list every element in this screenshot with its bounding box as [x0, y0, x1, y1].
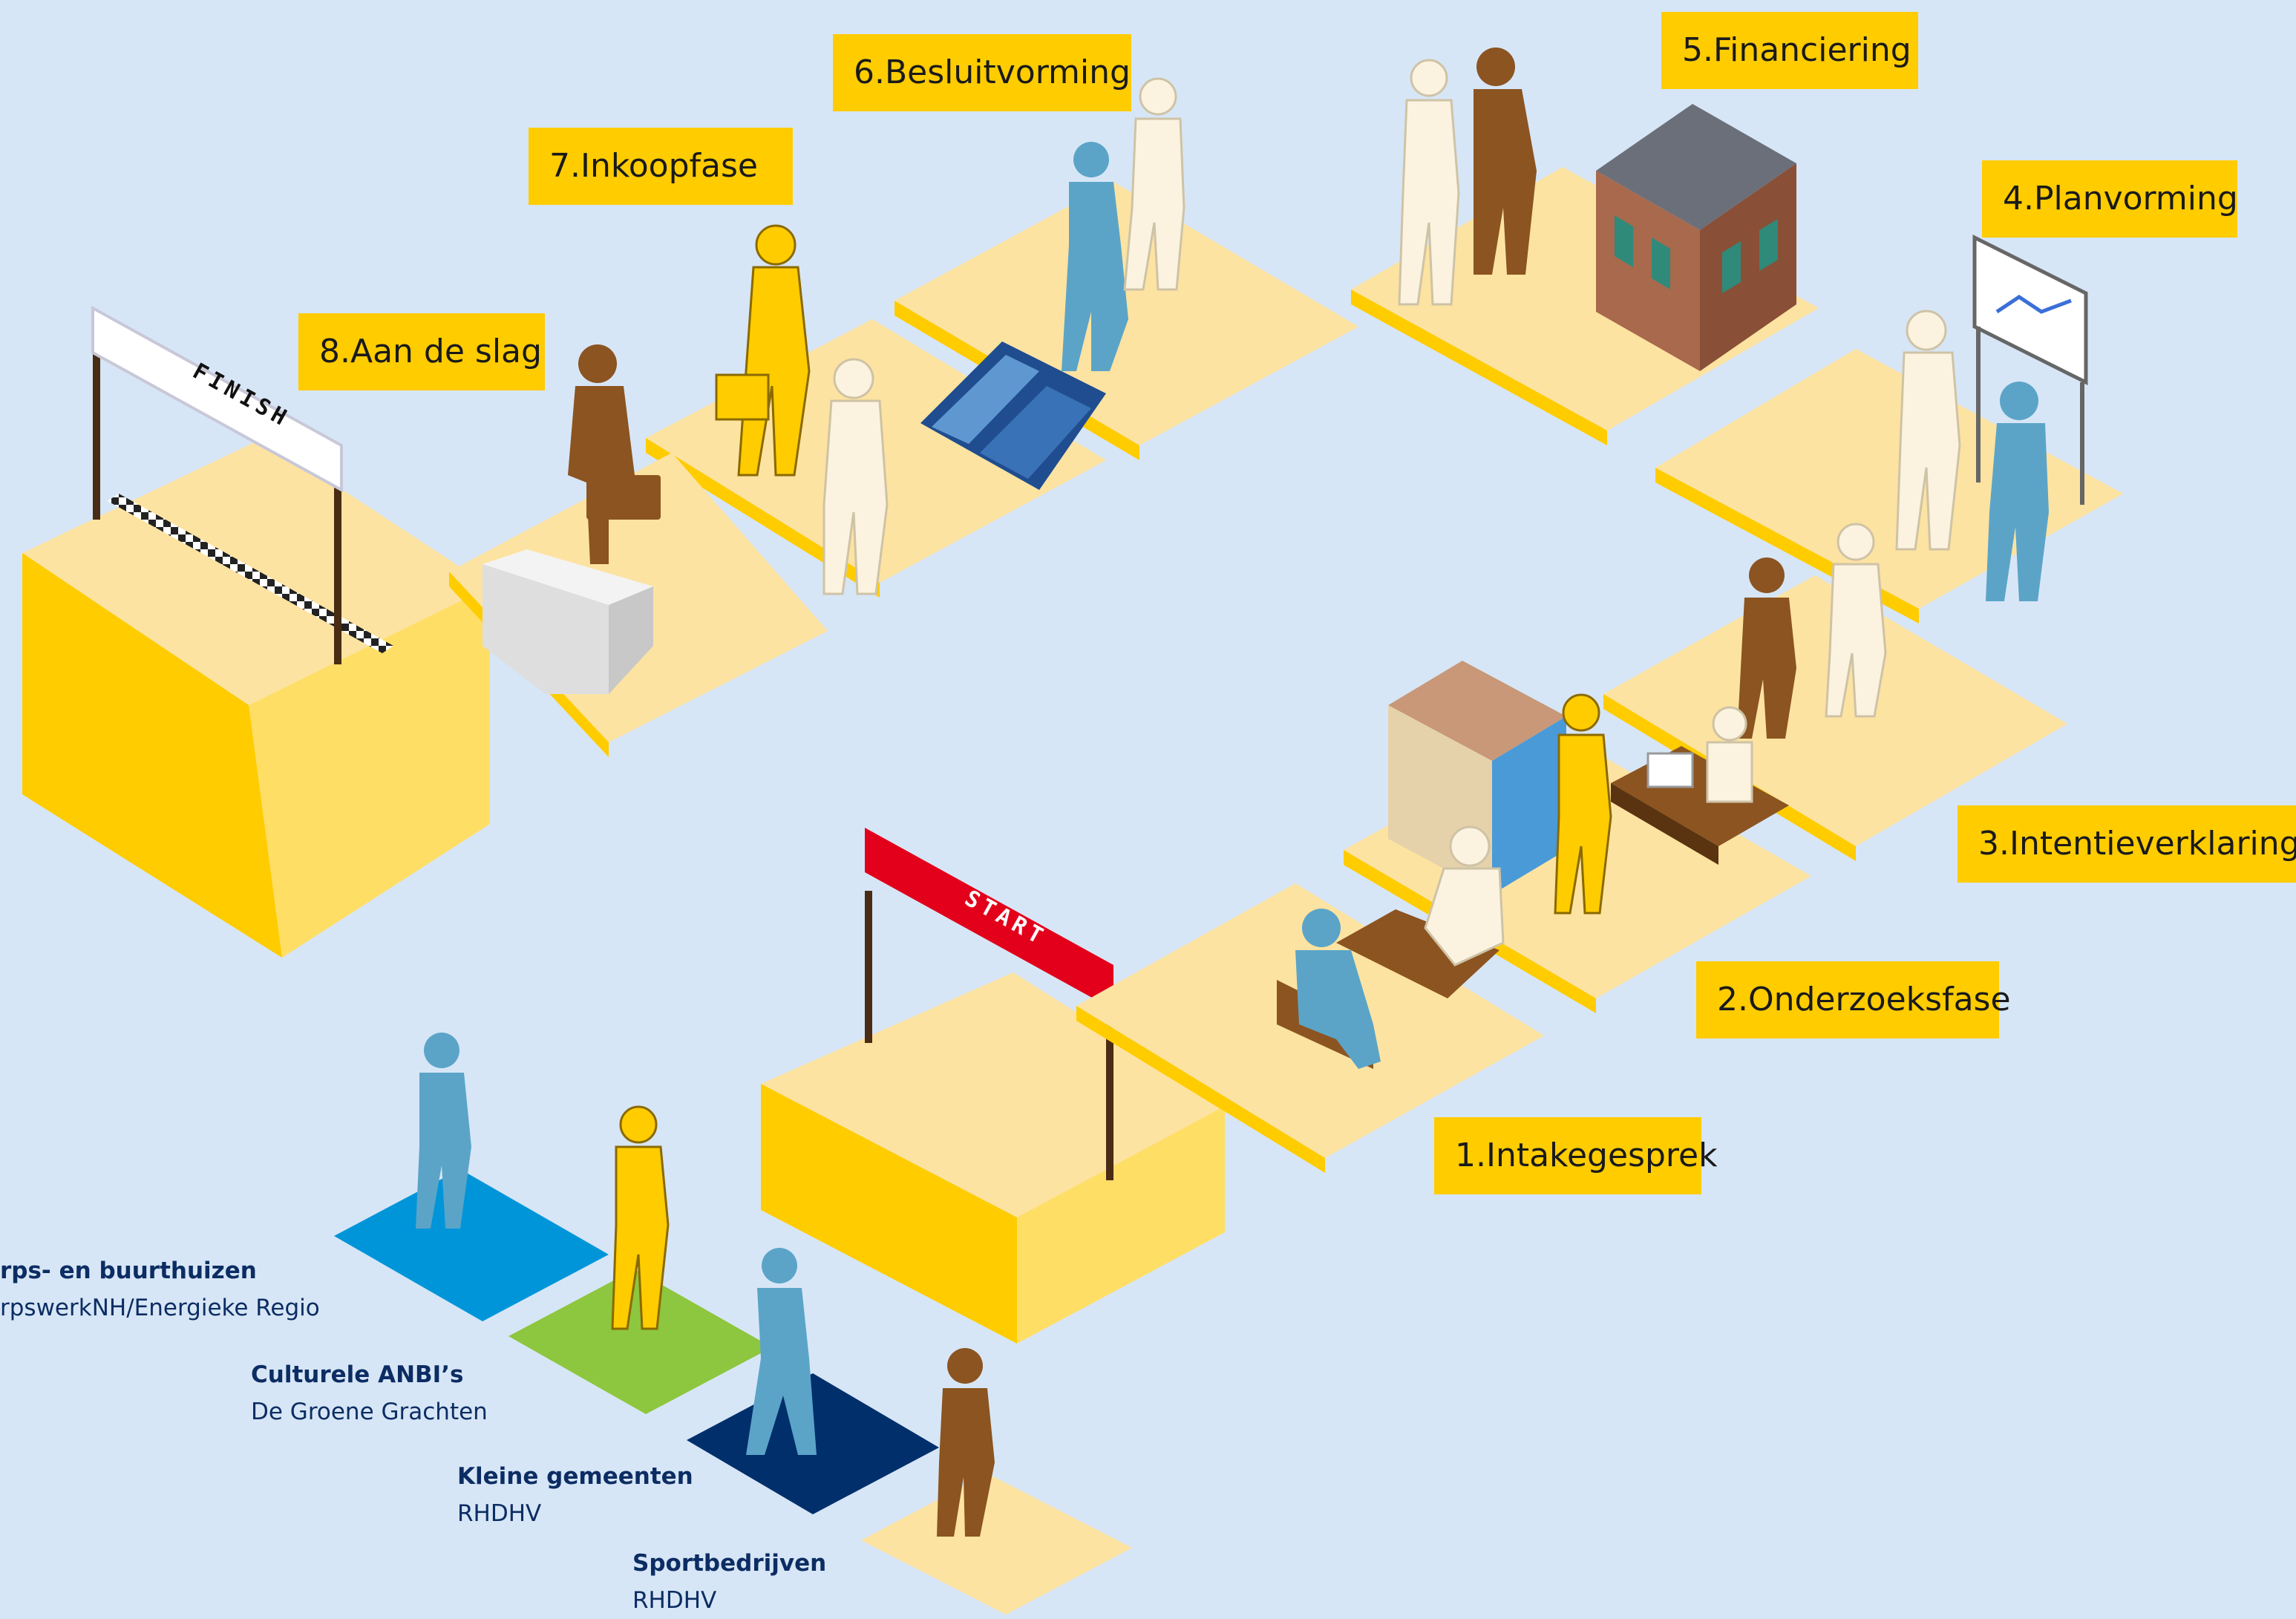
person-stage2-cream	[1706, 706, 1753, 803]
person-stage7-yellow	[715, 224, 811, 477]
stage-label-1: 1.Intakegesprek	[1434, 1117, 1718, 1194]
person-stage1-blue	[1295, 909, 1381, 1069]
person-stage3-cream	[1825, 523, 1887, 718]
tile-sportbedrijven	[861, 1474, 1132, 1615]
person-stage7-cream	[822, 358, 889, 595]
solar-panels	[920, 341, 1106, 490]
stage-label-2: 2.Onderzoeksfase	[1696, 961, 2011, 1039]
stage-label-6: 6.Besluitvorming	[833, 34, 1131, 111]
group-sportbedrijven-name: Sportbedrijven	[632, 1550, 827, 1577]
person-stage5-cream	[1398, 59, 1460, 306]
person-stage5-brown	[1474, 48, 1537, 275]
person-group-blue	[416, 1033, 471, 1229]
person-group-brown	[937, 1348, 995, 1537]
people	[416, 48, 2049, 1537]
person-stage8	[568, 344, 661, 564]
person-stage6-blue	[1062, 142, 1128, 371]
group-dorpshuizen: rps- en buurthuizen rpswerkNH/Energieke …	[0, 1252, 320, 1327]
person-group-lightblue	[746, 1248, 817, 1455]
group-kleine-gemeenten: Kleine gemeenten RHDHV	[457, 1458, 693, 1532]
start-banner	[865, 828, 1113, 1010]
finish-banner	[91, 305, 343, 493]
modern-building	[1388, 661, 1566, 894]
person-stage3-brown	[1737, 557, 1796, 739]
person-group-yellow	[611, 1105, 670, 1330]
person-stage1-cream	[1424, 825, 1505, 967]
podium	[483, 549, 653, 694]
person-stage4-blue	[1986, 382, 2049, 601]
stage-label-8: 8.Aan de slag	[298, 313, 545, 390]
whiteboard	[1972, 234, 2088, 505]
finish-block	[22, 305, 490, 958]
stage-label-7: 7.Inkoopfase	[529, 128, 793, 205]
stage-label-5: 5.Financiering	[1661, 12, 1918, 89]
person-stage6-cream	[1123, 77, 1185, 291]
person-stage4-cream	[1895, 310, 1961, 551]
group-dorpshuizen-name: rps- en buurthuizen	[0, 1257, 257, 1284]
group-kleine-gemeenten-org: RHDHV	[457, 1500, 542, 1527]
group-sportbedrijven-org: RHDHV	[632, 1587, 717, 1614]
group-culturele-anbi-org: De Groene Grachten	[251, 1399, 488, 1425]
stage-label-3: 3.Intentieverklaring	[1958, 805, 2296, 883]
person-stage2-yellow	[1554, 693, 1612, 915]
group-culturele-anbi: Culturele ANBI’s De Groene Grachten	[251, 1356, 488, 1430]
monument-building	[1596, 104, 1796, 371]
tile-culturele-anbi	[508, 1269, 772, 1414]
group-sportbedrijven: Sportbedrijven RHDHV	[632, 1545, 826, 1619]
group-kleine-gemeenten-name: Kleine gemeenten	[457, 1463, 693, 1490]
tile-dorpshuizen	[334, 1169, 609, 1321]
stage-label-4: 4.Planvorming	[1982, 160, 2238, 238]
group-culturele-anbi-name: Culturele ANBI’s	[251, 1361, 464, 1388]
desk	[1611, 746, 1789, 865]
group-dorpshuizen-org: rpswerkNH/Energieke Regio	[0, 1295, 320, 1321]
